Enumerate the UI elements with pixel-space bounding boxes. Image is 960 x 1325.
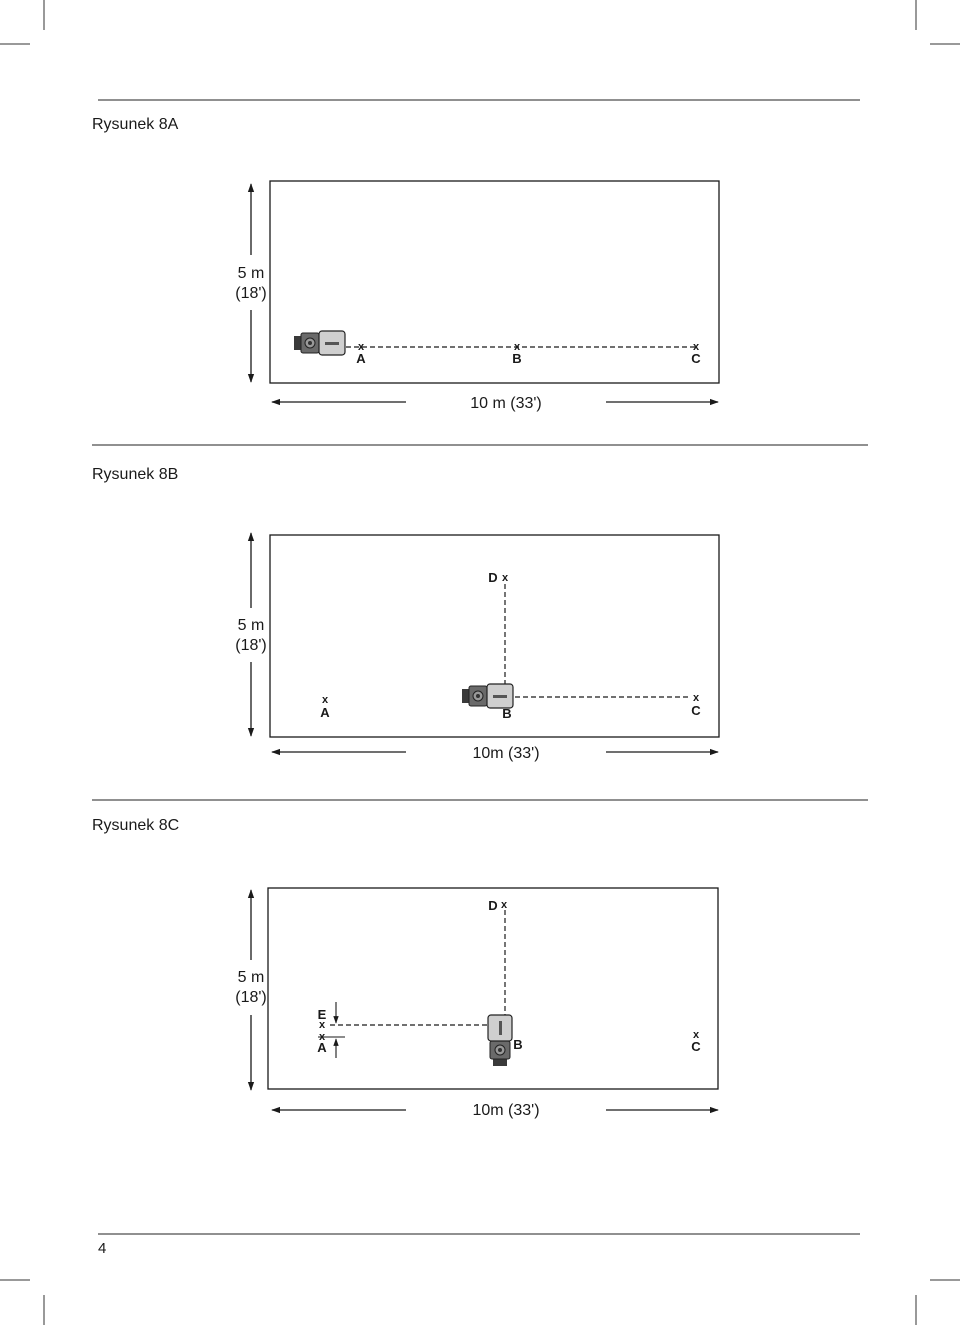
point-b-label: B xyxy=(512,351,521,366)
room-outline xyxy=(269,534,720,738)
point-c-label: C xyxy=(691,703,701,718)
room-outline xyxy=(267,887,719,1090)
laser-level-icon xyxy=(461,683,514,709)
point-d-mark: x xyxy=(501,899,508,911)
figure-8a: 5 m (18') 10 m (33') x A x B x C xyxy=(235,180,720,412)
point-c-mark: x xyxy=(693,341,700,353)
point-b-mark: x xyxy=(514,341,521,353)
point-e-mark: x xyxy=(319,1019,326,1031)
point-a-label: A xyxy=(317,1040,327,1055)
point-b-label: B xyxy=(502,706,511,721)
width-label: 10m (33') xyxy=(472,745,539,762)
figure-8a-title: Rysunek 8A xyxy=(92,116,179,133)
figure-8b-title: Rysunek 8B xyxy=(92,466,179,483)
width-label: 10 m (33') xyxy=(470,395,542,412)
figure-8b: 5 m (18') 10m (33') D x x A B x C xyxy=(235,532,720,762)
point-a-label: A xyxy=(320,705,330,720)
point-e-label: E xyxy=(318,1007,327,1022)
point-a-mark: x xyxy=(322,694,329,706)
height-label-line1: 5 m xyxy=(238,265,265,282)
point-d-label: D xyxy=(488,570,497,585)
figure-8c-title: Rysunek 8C xyxy=(92,817,180,834)
point-c-mark: x xyxy=(693,692,700,704)
height-label-line1: 5 m xyxy=(238,969,265,986)
laser-level-icon xyxy=(293,330,346,356)
point-a-label: A xyxy=(356,351,366,366)
point-d-mark: x xyxy=(502,572,509,584)
height-label-line1: 5 m xyxy=(238,617,265,634)
width-label: 10m (33') xyxy=(472,1102,539,1119)
height-label-line2: (18') xyxy=(235,637,267,654)
point-c-label: C xyxy=(691,351,701,366)
height-label-line2: (18') xyxy=(235,285,267,302)
point-d-label: D xyxy=(488,898,497,913)
point-a-mark: x xyxy=(319,1031,326,1043)
laser-level-icon xyxy=(487,1014,513,1067)
height-label-line2: (18') xyxy=(235,989,267,1006)
point-c-mark: x xyxy=(693,1029,700,1041)
point-a-mark: x xyxy=(358,341,365,353)
point-c-label: C xyxy=(691,1039,701,1054)
room-outline xyxy=(269,180,720,384)
page-number: 4 xyxy=(98,1240,107,1257)
figure-8c: 5 m (18') 10m (33') D x E x x A B x C xyxy=(235,887,719,1119)
point-b-label: B xyxy=(513,1037,522,1052)
